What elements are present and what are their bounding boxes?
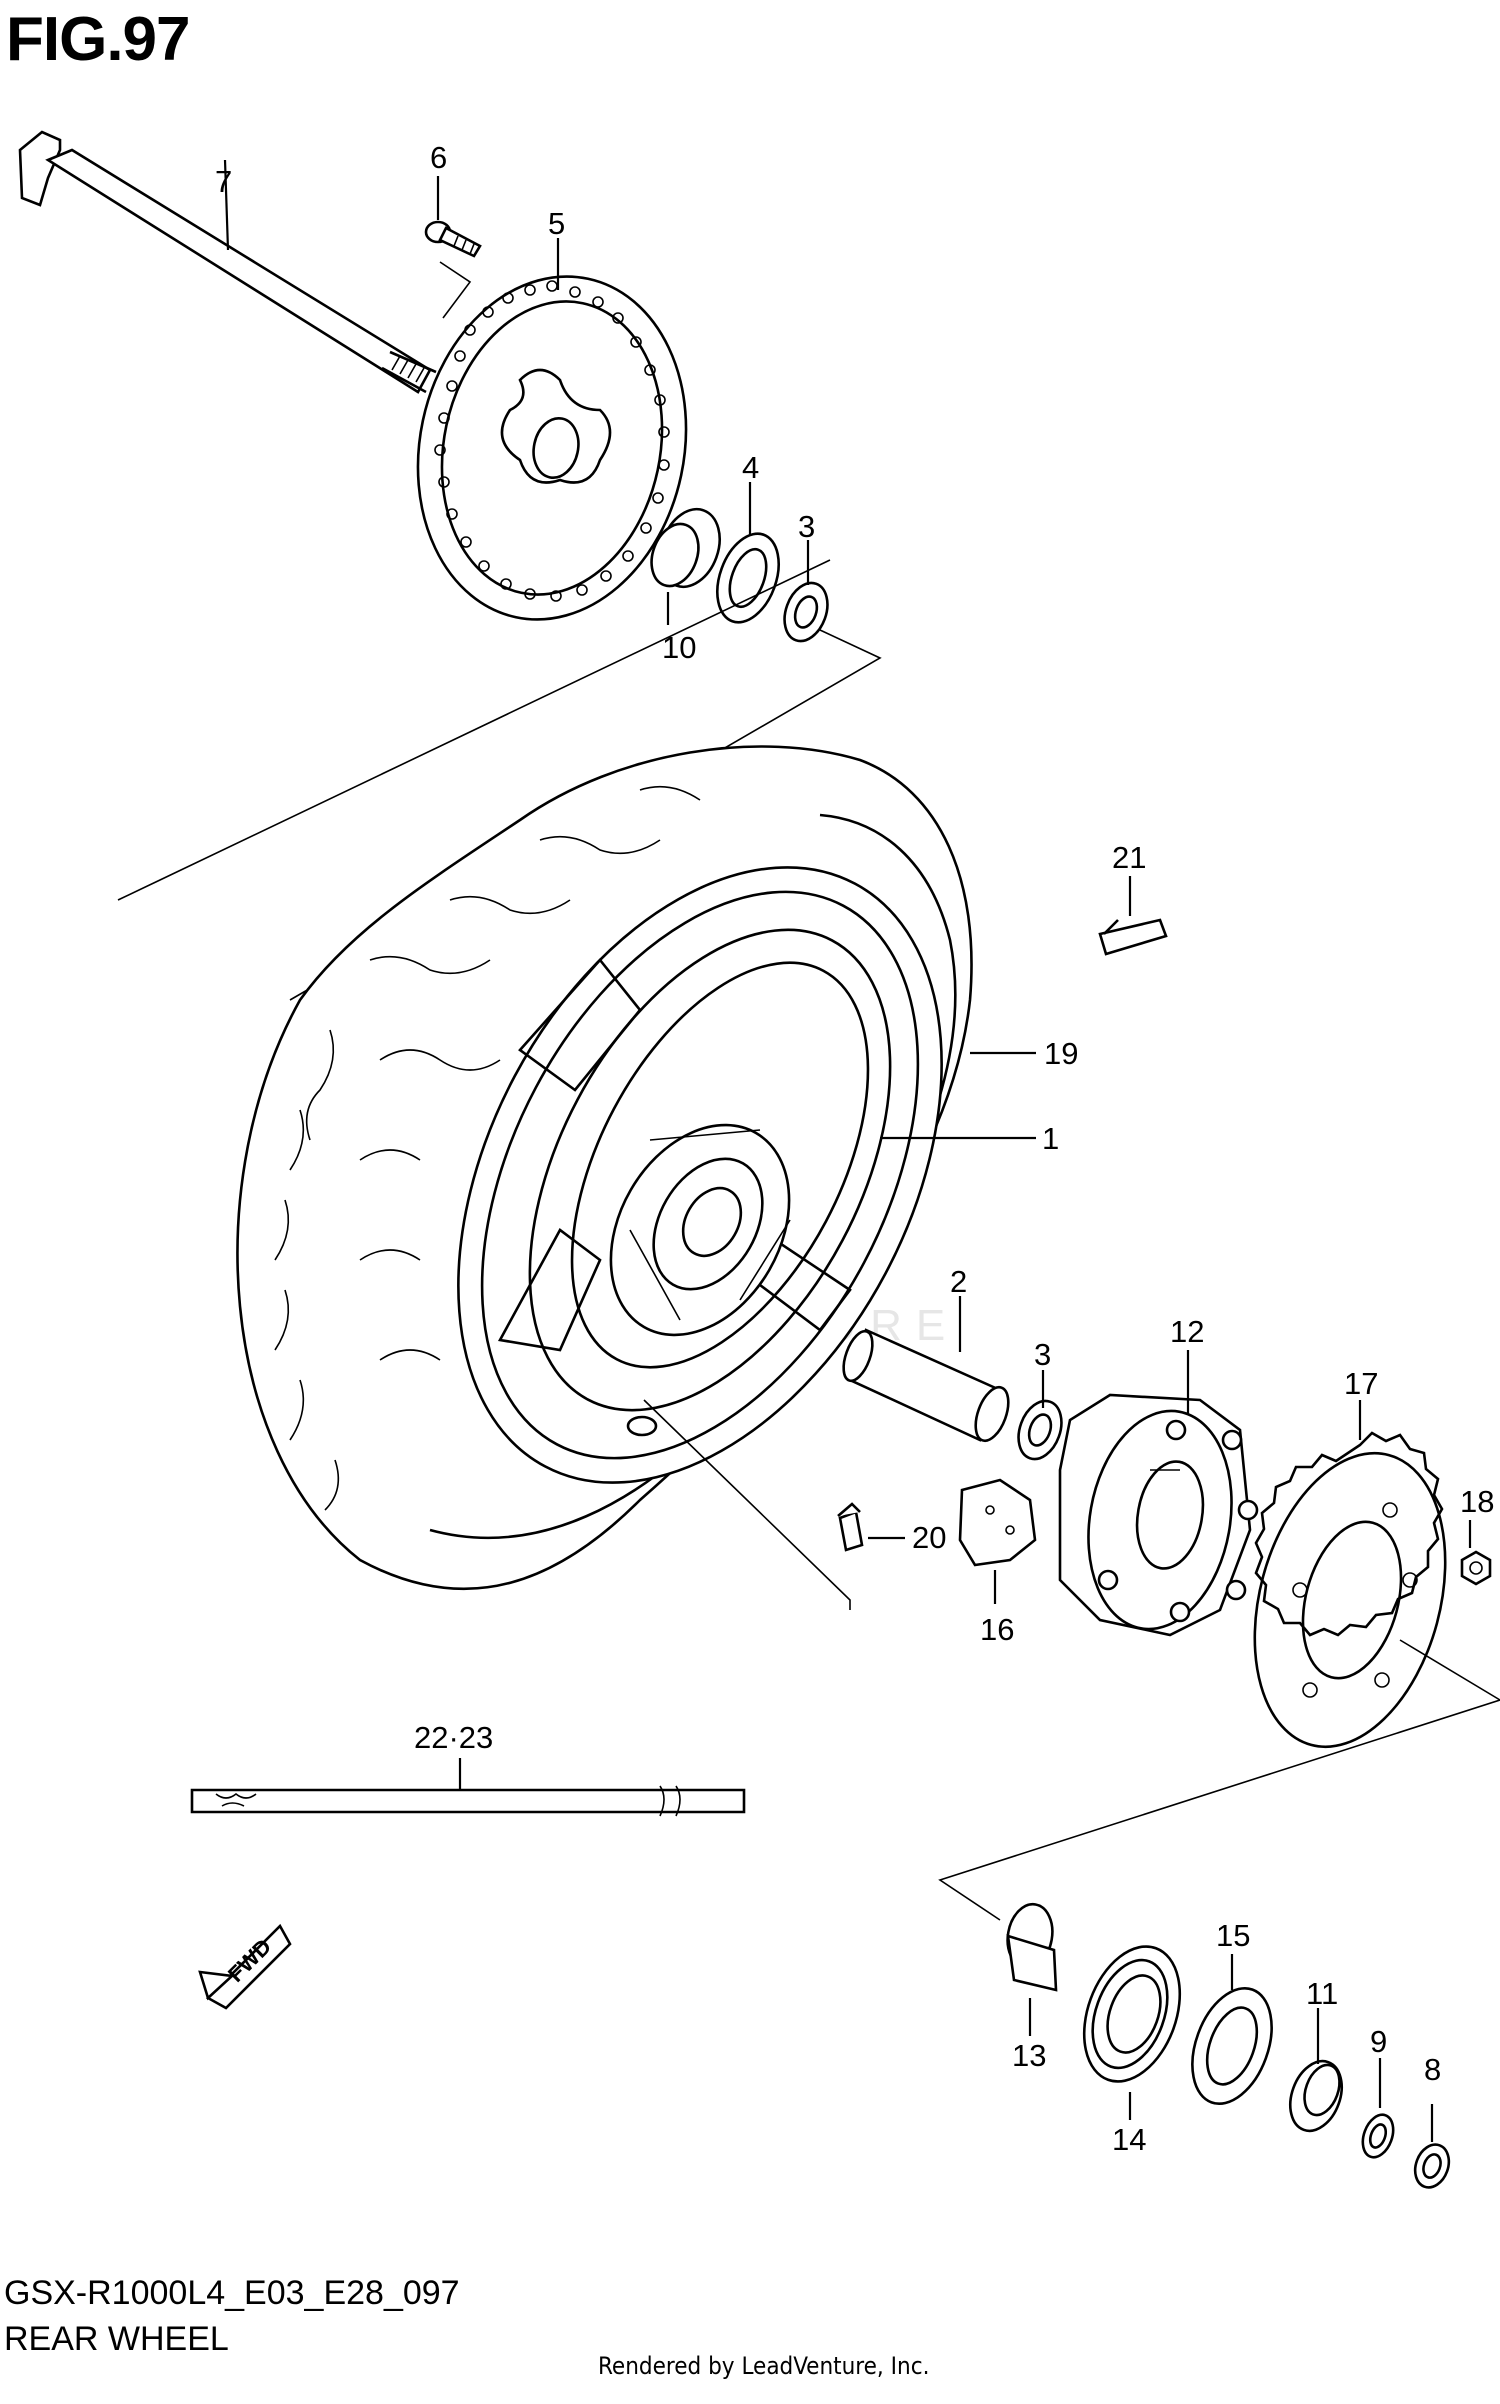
callout-2: 2 [950, 1264, 967, 1299]
fwd-arrow-icon: FWD [198, 1923, 292, 2010]
collar-part-13 [1006, 1902, 1058, 1992]
rendered-by-credit: Rendered by LeadVenture, Inc. [598, 2352, 930, 2380]
callout-3-lower: 3 [1034, 1337, 1051, 1372]
damper-part-16 [958, 1478, 1037, 1567]
callout-16: 16 [980, 1612, 1014, 1647]
callout-10: 10 [662, 630, 696, 665]
wheel-rim-part-1 [457, 866, 943, 1484]
callout-13: 13 [1012, 2038, 1046, 2073]
bearing-part-3-right [1017, 1399, 1063, 1461]
collar-part-11 [1289, 2059, 1343, 2133]
callout-17: 17 [1344, 1366, 1378, 1401]
sprocket-carrier-part-12 [1058, 1393, 1259, 1637]
callout-22-23: 22·23 [414, 1720, 493, 1755]
brake-disc-holes [434, 280, 670, 602]
figure-title: FIG.97 [6, 5, 191, 74]
callout-18: 18 [1460, 1484, 1494, 1519]
callout-4: 4 [742, 450, 759, 485]
callout-7: 7 [215, 164, 232, 199]
callout-21: 21 [1112, 840, 1146, 875]
callout-labels: 1 2 3 3 4 5 6 7 8 9 10 11 12 13 14 15 16… [215, 140, 1494, 2157]
callout-11: 11 [1306, 1976, 1338, 2011]
oil-seal-part-15 [1191, 1986, 1273, 2106]
callout-6: 6 [430, 140, 447, 175]
callout-9: 9 [1370, 2024, 1387, 2059]
valve-part-20 [837, 1502, 864, 1552]
callout-14: 14 [1112, 2122, 1146, 2157]
bearing-part-3-left [783, 581, 829, 643]
model-code: GSX-R1000L4_E03_E28_097 [4, 2274, 460, 2312]
bolt-part-6 [424, 220, 482, 258]
brake-disc-part-5 [416, 275, 688, 621]
leader-lines [223, 159, 1472, 2142]
callout-3-upper: 3 [798, 509, 815, 544]
nut-part-8 [1413, 2143, 1451, 2189]
axle-part-7 [18, 130, 437, 394]
sprocket-part-17 [1253, 1431, 1447, 1749]
callout-5: 5 [548, 206, 565, 241]
section-name: REAR WHEEL [4, 2320, 229, 2358]
callout-8: 8 [1424, 2052, 1441, 2087]
callout-15: 15 [1216, 1918, 1250, 1953]
callout-12: 12 [1170, 1314, 1204, 1349]
balancer-part-21 [1098, 918, 1168, 956]
callout-20: 20 [912, 1520, 946, 1555]
callout-19: 19 [1044, 1036, 1078, 1071]
callout-1: 1 [1042, 1121, 1059, 1156]
emblem-strip-part-22-23 [190, 1785, 746, 1817]
nut-part-18 [1460, 1550, 1492, 1586]
oil-seal-part-4 [716, 532, 780, 624]
alignment-lines-lower [643, 1399, 1500, 1921]
bearing-part-14 [1082, 1945, 1182, 2083]
spacer-part-2 [842, 1328, 1010, 1443]
washer-part-9 [1361, 2113, 1395, 2159]
collar-part-10 [650, 507, 721, 589]
